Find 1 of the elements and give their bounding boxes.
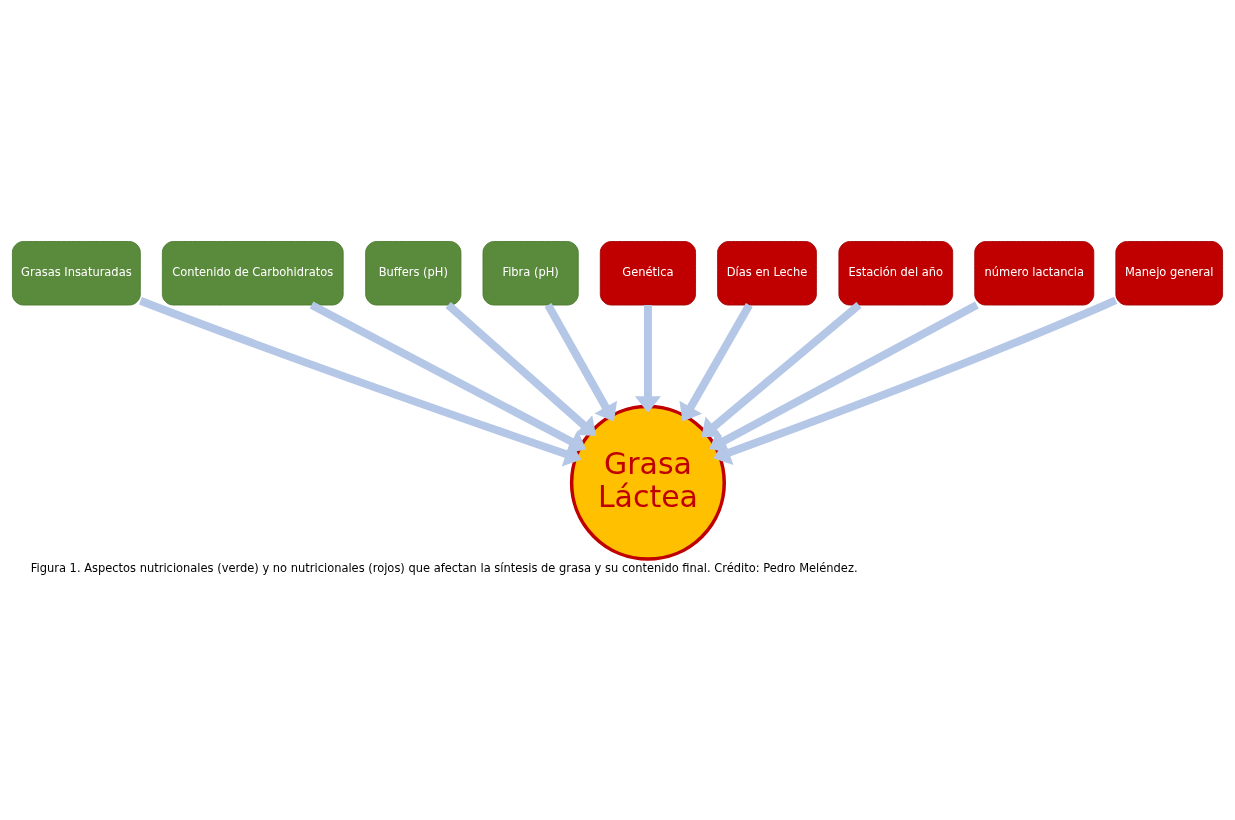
caption: Figura 1. Aspectos nutricionales (verde) y no nutricionales (rojos) que afectan la síntesis de grasa y su contenido final. Crédito: Pedro Meléndez. <box>30 560 858 575</box>
